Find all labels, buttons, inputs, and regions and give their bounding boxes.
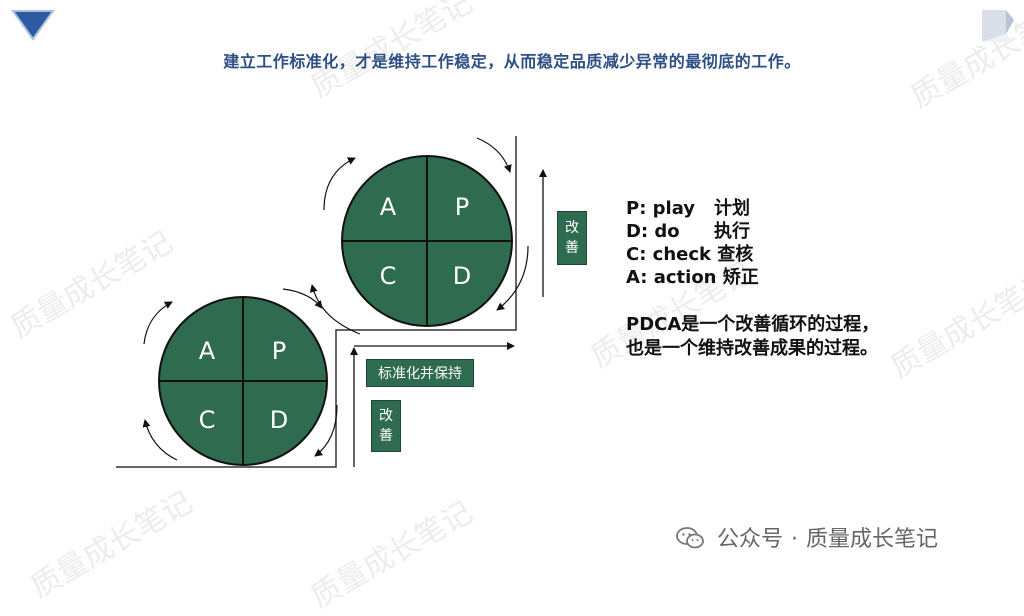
cycle-upper-D: D [453,262,471,290]
pdca-diagram: A P C D A P C D [116,136,547,468]
cycle-lower-P: P [272,337,286,365]
improve-label-lower: 改善 [371,400,401,452]
footer-account-name: 质量成长笔记 [806,527,939,552]
footer-separator: · [791,527,799,552]
cycle-lower-C: C [199,406,216,434]
improve-label-upper: 改善 [557,211,587,265]
standardize-label-text: 标准化并保持 [378,366,462,382]
wechat-footer: 公众号 · 质量成长笔记 [676,521,938,553]
cycle-upper-A: A [380,193,397,221]
slide: 质量成长笔记 质量成长笔记 质量成长笔记 质量成长笔记 质量成长笔记 质量成长笔… [5,0,1024,615]
improve-label-lower-text: 改善 [379,408,393,444]
footer-prefix: 公众号 [717,527,784,552]
wechat-icon [676,527,704,549]
page-curl-icon [982,10,1014,42]
legend-item-action: A: action 矫正 [626,267,759,288]
legend-item-check: C: check 查核 [626,244,754,265]
improve-label-upper-text: 改善 [565,220,579,256]
cycle-upper-P: P [455,193,469,221]
slide-title: 建立工作标准化，才是维持工作稳定，从而稳定品质减少异常的最彻底的工作。 [223,52,801,71]
pdca-circle-lower: A P C D [158,296,328,466]
rotation-arrows-upper [309,137,529,335]
triangle-down-icon [11,10,55,41]
cycle-lower-D: D [270,406,288,434]
rotation-arrows-lower [142,288,338,461]
pdca-description: PDCA是一个改善循环的过程， 也是一个维持改善成果的过程。 [626,313,879,361]
pdca-circle-upper: A P C D [341,155,513,327]
staircase-lines [116,136,517,468]
description-line-1: PDCA是一个改善循环的过程， [626,314,880,335]
cycle-lower-A: A [199,337,216,365]
standardize-label: 标准化并保持 [366,359,474,387]
description-line-2: 也是一个维持改善成果的过程。 [626,338,878,359]
cycle-upper-C: C [380,262,397,290]
